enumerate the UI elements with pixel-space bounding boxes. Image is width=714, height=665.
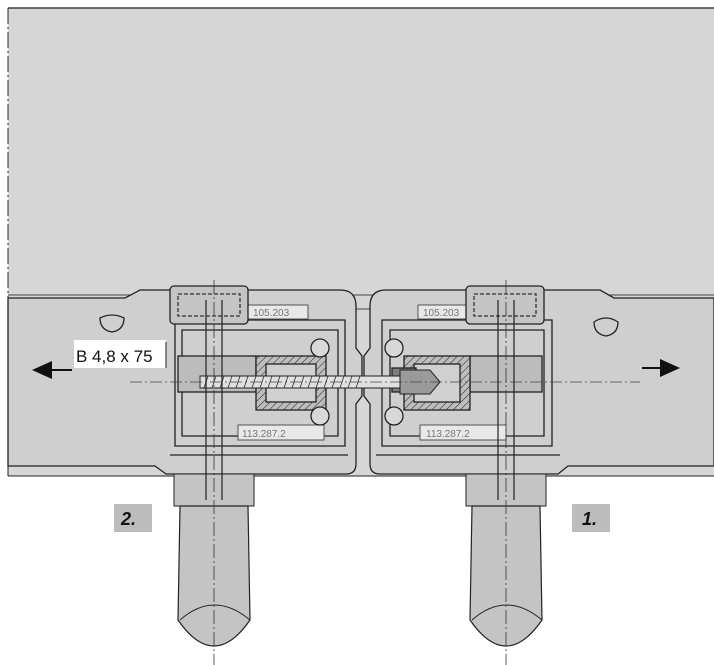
- connecting-screw: [130, 369, 640, 395]
- right-pin-top: [384, 338, 404, 358]
- step-2-badge: [114, 504, 152, 532]
- left-profile-hook: [99, 314, 125, 333]
- left-pin-top: [310, 338, 330, 358]
- step-2-label: 2.: [120, 509, 136, 529]
- left-screwdriver-end: [179, 604, 251, 621]
- left-profile-inner-chamber: [181, 329, 339, 437]
- step-1-badge: [572, 504, 610, 532]
- left-screwdriver: [173, 280, 255, 665]
- left-top-cap-inner: [177, 293, 241, 317]
- left-profile-top-code: 105.203: [253, 308, 290, 319]
- right-top-cap: [465, 285, 545, 325]
- right-profile-bottom-code: 113.287.2: [426, 429, 470, 440]
- right-top-cap-inner: [473, 293, 537, 317]
- right-profile-hook: [593, 317, 619, 337]
- right-screwdriver: [465, 280, 547, 665]
- step-1-label: 1.: [582, 509, 597, 529]
- right-pin-bottom: [384, 406, 404, 426]
- left-profile-bottom-code: 113.287.2: [242, 429, 286, 440]
- right-profile-inner-chamber: [389, 329, 545, 437]
- screw-spec-label: B 4,8 x 75: [76, 347, 153, 366]
- right-profile-top-code: 105.203: [423, 308, 460, 319]
- left-profile-bottom-label-box: [237, 424, 325, 441]
- arrow-left-icon: [32, 361, 72, 379]
- left-pin-bottom: [310, 406, 330, 426]
- left-profile-chamber: [174, 319, 346, 447]
- screw-spec-background: [74, 340, 166, 368]
- right-screwdriver-end: [471, 604, 543, 621]
- right-profile-bottom-label-box: [419, 424, 507, 441]
- arrow-right-icon: [642, 359, 680, 377]
- left-top-cap: [169, 285, 249, 325]
